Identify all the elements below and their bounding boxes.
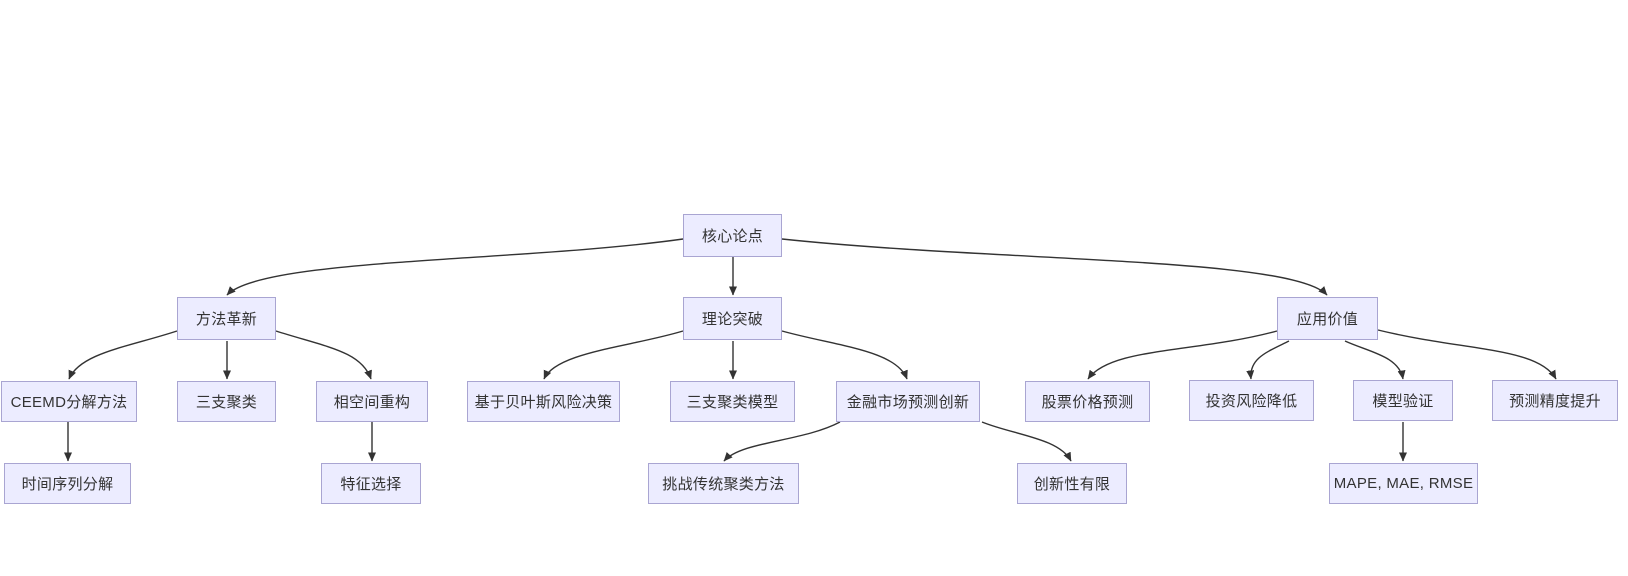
node-label: 特征选择 — [340, 476, 402, 493]
node-label: 时间序列分解 — [21, 476, 114, 493]
node-theory-breakthrough: 理论突破 — [683, 297, 782, 340]
node-label: 方法革新 — [195, 311, 258, 328]
edge-application-validate — [1344, 340, 1406, 380]
node-label: 挑战传统聚类方法 — [662, 476, 785, 493]
edge-theory-fin-innov — [781, 330, 908, 380]
node-label: 三支聚类模型 — [686, 394, 779, 411]
edge-application-risk — [1246, 340, 1290, 380]
edge-core-method — [226, 238, 684, 296]
node-method-innovation: 方法革新 — [177, 297, 276, 340]
node-three-way-clustering-model: 三支聚类模型 — [670, 381, 795, 422]
edge-theory-bayes — [543, 330, 684, 380]
node-core-thesis: 核心论点 — [683, 214, 782, 257]
node-label: 核心论点 — [701, 228, 764, 245]
node-label: 三支聚类 — [195, 394, 258, 411]
node-label: 创新性有限 — [1033, 476, 1111, 493]
node-challenge-traditional-clustering: 挑战传统聚类方法 — [648, 463, 799, 504]
edge-fin-innov-challenge — [723, 421, 841, 462]
node-three-way-clustering: 三支聚类 — [177, 381, 276, 422]
node-label: 金融市场预测创新 — [846, 394, 970, 411]
node-evaluation-metrics: MAPE, MAE, RMSE — [1329, 463, 1478, 504]
node-feature-selection: 特征选择 — [321, 463, 421, 504]
node-time-series-decomposition: 时间序列分解 — [4, 463, 131, 504]
edge-core-application — [781, 238, 1328, 296]
node-label: 股票价格预测 — [1041, 394, 1134, 411]
node-label: 投资风险降低 — [1205, 393, 1298, 410]
edge-method-phase — [275, 330, 372, 380]
edge-application-stock — [1087, 330, 1278, 380]
node-bayes-risk-decision: 基于贝叶斯风险决策 — [467, 381, 620, 422]
node-phase-space-reconstruction: 相空间重构 — [316, 381, 428, 422]
node-label: MAPE, MAE, RMSE — [1333, 475, 1474, 492]
edge-method-ceemd — [68, 330, 178, 380]
node-label: 理论突破 — [701, 311, 764, 328]
node-ceemd-decomposition: CEEMD分解方法 — [1, 381, 137, 422]
node-financial-market-prediction-innovation: 金融市场预测创新 — [836, 381, 980, 422]
node-label: 应用价值 — [1296, 311, 1359, 328]
node-prediction-accuracy-improvement: 预测精度提升 — [1492, 380, 1618, 421]
edge-application-accuracy — [1377, 329, 1557, 380]
node-label: 基于贝叶斯风险决策 — [474, 394, 613, 411]
node-application-value: 应用价值 — [1277, 297, 1378, 340]
node-investment-risk-reduction: 投资风险降低 — [1189, 380, 1314, 421]
edge-fin-innov-limited — [981, 421, 1072, 462]
node-label: 模型验证 — [1372, 393, 1434, 410]
node-limited-innovation: 创新性有限 — [1017, 463, 1127, 504]
node-stock-price-prediction: 股票价格预测 — [1025, 381, 1150, 422]
node-label: 预测精度提升 — [1509, 393, 1601, 410]
node-label: 相空间重构 — [333, 394, 411, 411]
node-model-validation: 模型验证 — [1353, 380, 1453, 421]
node-label: CEEMD分解方法 — [10, 394, 128, 411]
